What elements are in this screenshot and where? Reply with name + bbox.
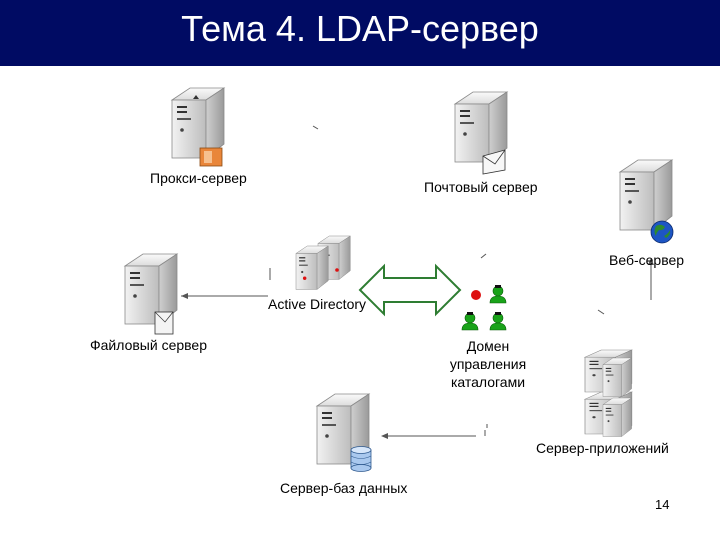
arrowhead-file xyxy=(181,293,188,299)
title-bar xyxy=(0,0,720,66)
mail-server-icon xyxy=(454,91,508,175)
active-directory-icon xyxy=(295,235,351,290)
connector-lines xyxy=(181,125,652,437)
directory-domain-label: Домен управления каталогами xyxy=(438,337,538,391)
directory-users-icon xyxy=(461,285,507,331)
proxy-server-label: Прокси-сервер xyxy=(150,170,247,186)
arrowhead-web xyxy=(648,258,654,265)
connector-arrowheads xyxy=(181,258,654,439)
database-cylinder-icon xyxy=(350,446,372,472)
connector-ticks xyxy=(269,268,488,436)
user-icon-1 xyxy=(489,285,507,304)
sync-double-arrow xyxy=(358,263,462,317)
slide-title: Тема 4. LDAP-сервер xyxy=(181,8,539,49)
directory-domain-line-2: управления xyxy=(449,356,527,372)
web-server-icon xyxy=(619,159,674,244)
file-server-label: Файловый сервер xyxy=(90,337,207,353)
user-icon-2 xyxy=(461,312,479,331)
database-server-icon xyxy=(316,393,372,472)
page-number: 14 xyxy=(655,497,670,512)
arrowhead-db xyxy=(381,433,388,439)
active-directory-label: Active Directory xyxy=(268,296,367,312)
directory-domain-line-3: каталогами xyxy=(450,374,526,390)
connector-proxy xyxy=(312,125,319,130)
file-server-icon xyxy=(124,253,178,335)
database-server-label: Сервер-баз данных xyxy=(280,480,408,496)
proxy-server-icon xyxy=(171,87,225,167)
directory-domain-line-1: Домен xyxy=(466,338,510,354)
connector-mail xyxy=(480,253,487,259)
web-server-label: Веб-сервер xyxy=(609,252,685,268)
mail-server-label: Почтовый сервер xyxy=(424,179,538,195)
connector-web-dash xyxy=(597,309,605,315)
application-server-icon xyxy=(584,349,633,437)
application-server-label: Сервер-приложений xyxy=(536,440,669,456)
user-icon-3 xyxy=(489,312,507,331)
